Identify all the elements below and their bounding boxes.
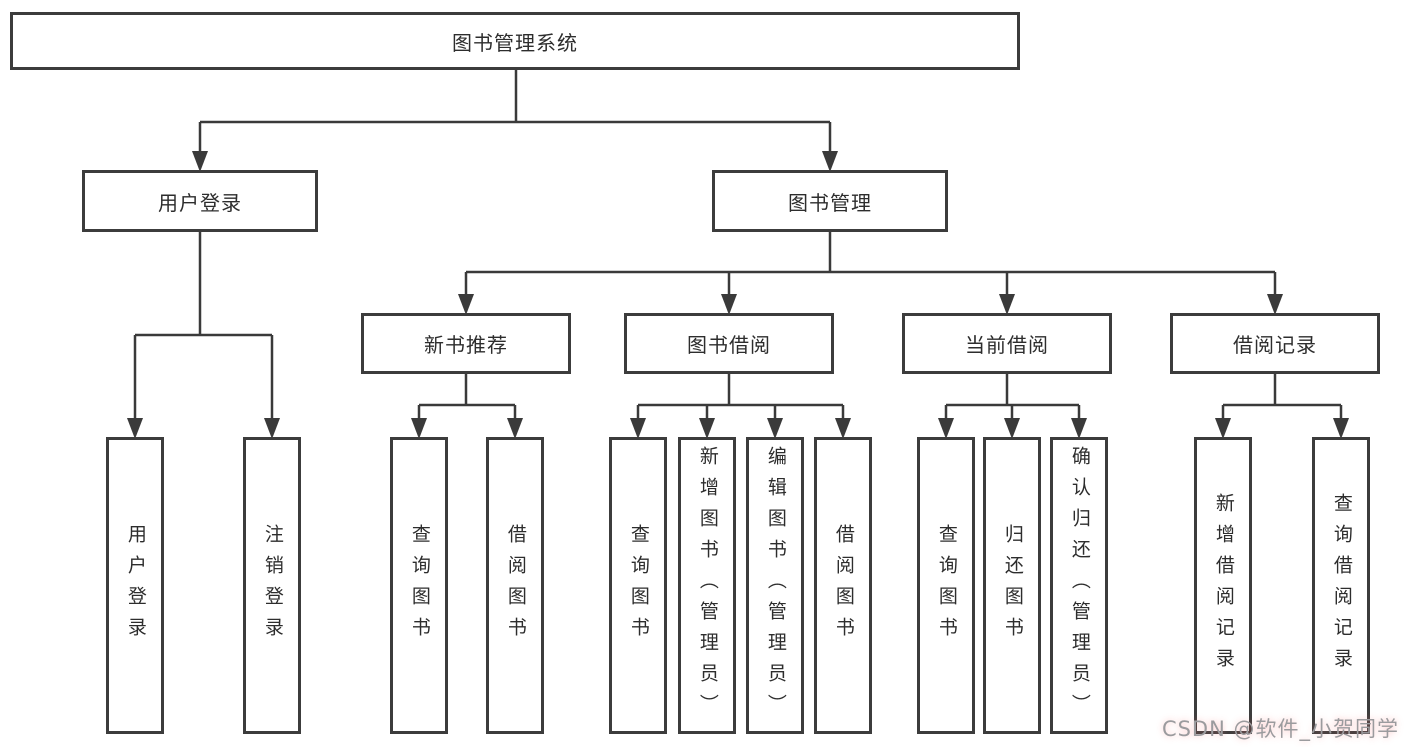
leaf-label: 确认归还（管理员） (1068, 446, 1091, 725)
node-br-query-record: 查询借阅记录 (1312, 437, 1370, 734)
leaf-label: 编辑图书（管理员） (764, 446, 787, 725)
leaf-label: 查询借阅记录 (1330, 492, 1353, 679)
node-cb-return-books: 归还图书 (983, 437, 1041, 734)
node-current-borrowing: 当前借阅 (902, 313, 1112, 374)
node-library-management-system: 图书管理系统 (10, 12, 1020, 70)
leaf-label: 借阅图书 (504, 523, 527, 648)
leaf-label: 查询图书 (935, 523, 958, 648)
connector-root-to-level2 (198, 70, 832, 152)
node-borrowing-records: 借阅记录 (1170, 313, 1380, 374)
leaf-label: 用户登录 (124, 523, 147, 648)
node-book-management: 图书管理 (712, 170, 948, 232)
node-book-borrowing: 图书借阅 (624, 313, 834, 374)
connector-book-mgmt-children (464, 232, 1277, 294)
connector-borrow-records-children (1221, 374, 1343, 418)
connector-user-login-children (133, 232, 274, 418)
leaf-label: 注销登录 (261, 523, 284, 648)
leaf-label: 借阅图书 (832, 523, 855, 648)
node-new-book-recommendation: 新书推荐 (361, 313, 571, 374)
node-leaf-logout: 注销登录 (243, 437, 301, 734)
node-leaf-user-login: 用户登录 (106, 437, 164, 734)
connector-book-borrow-children (636, 374, 845, 418)
connector-current-borrow-children (944, 374, 1081, 418)
leaf-label: 查询图书 (627, 523, 650, 648)
leaf-label: 新增借阅记录 (1212, 492, 1235, 679)
leaf-label: 查询图书 (408, 523, 431, 648)
node-bb-borrow-books: 借阅图书 (814, 437, 872, 734)
node-br-add-record: 新增借阅记录 (1194, 437, 1252, 734)
node-cb-query-books: 查询图书 (917, 437, 975, 734)
node-user-login: 用户登录 (82, 170, 318, 232)
leaf-label: 新增图书（管理员） (696, 446, 719, 725)
node-rec-query-books: 查询图书 (390, 437, 448, 734)
leaf-label: 归还图书 (1001, 523, 1024, 648)
node-bb-edit-books-admin: 编辑图书（管理员） (746, 437, 804, 734)
node-rec-borrow-books: 借阅图书 (486, 437, 544, 734)
node-cb-confirm-return-admin: 确认归还（管理员） (1050, 437, 1108, 734)
csdn-watermark: CSDN @软件_小贺同学 (1161, 717, 1399, 741)
arrowhead-icons (127, 151, 1349, 439)
node-bb-add-books-admin: 新增图书（管理员） (678, 437, 736, 734)
connector-new-rec-children (417, 374, 517, 418)
node-bb-query-books: 查询图书 (609, 437, 667, 734)
